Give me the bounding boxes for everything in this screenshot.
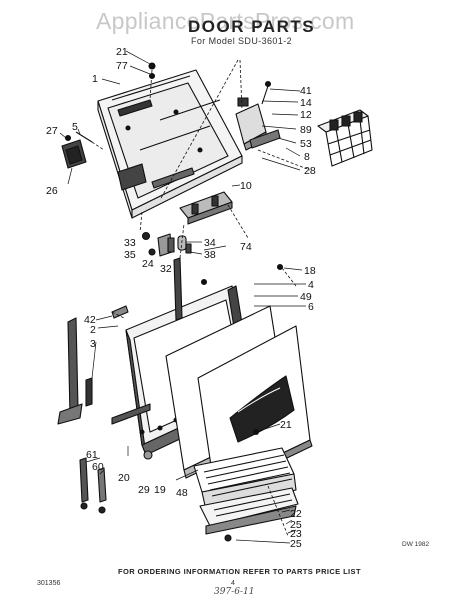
kick-plate-grille	[193, 447, 299, 542]
page-number: 4	[231, 580, 235, 587]
part-label: 77	[116, 60, 128, 72]
part-label: 28	[304, 165, 316, 177]
part-label: 61	[86, 449, 98, 461]
part-label: 60	[92, 461, 104, 473]
part-label: 35	[124, 249, 136, 261]
part-label: 33	[124, 237, 136, 249]
part-label: 14	[300, 97, 312, 109]
part-label: 49	[300, 291, 312, 303]
part-label: 26	[46, 185, 58, 197]
part-label: 25	[290, 519, 302, 531]
inner-door-panel	[97, 69, 243, 219]
part-label: 5	[72, 121, 78, 133]
site-watermark: AppliancePartsPros.com	[96, 8, 355, 34]
part-label: 8	[304, 151, 310, 163]
part-label: 29	[138, 484, 150, 496]
part-label: 1	[92, 73, 98, 85]
door-side-trim	[57, 305, 129, 425]
part-label: 21	[116, 46, 128, 58]
drawing-code: DW 1982	[402, 541, 430, 548]
part-label: 53	[300, 138, 312, 150]
part-label: 24	[142, 258, 154, 270]
part-label: 20	[118, 472, 130, 484]
part-label: 22	[290, 508, 302, 520]
part-label: 23	[290, 528, 302, 540]
silverware-basket	[317, 109, 373, 167]
part-label: 41	[300, 85, 312, 97]
part-label: 4	[308, 279, 314, 291]
part-labels: 21 77 1 27 5 26 41 14 12 89 53 8 28 10 3…	[46, 46, 316, 550]
door-spring-rod	[173, 257, 208, 321]
model-subtitle: For Model SDU-3601-2	[191, 36, 293, 46]
hinge-assembly	[141, 231, 192, 257]
handwritten-note: 397-6-11	[214, 587, 255, 597]
part-label: 19	[154, 484, 166, 496]
part-label: 12	[300, 109, 312, 121]
part-label: 89	[300, 124, 312, 136]
part-label: 25	[290, 538, 302, 550]
ordering-note: FOR ORDERING INFORMATION REFER TO PARTS …	[118, 567, 361, 576]
part-label: 34	[204, 237, 216, 249]
part-label: 18	[304, 265, 316, 277]
page-title: DOOR PARTS	[188, 17, 316, 36]
part-label: 42	[84, 314, 96, 326]
part-label: 10	[240, 180, 252, 192]
part-label: 3	[90, 338, 96, 350]
latch-bracket	[179, 191, 233, 225]
assembly-guides	[91, 59, 311, 537]
part-label: 38	[204, 249, 216, 261]
part-label: 6	[308, 301, 314, 313]
part-label: 48	[176, 487, 188, 499]
part-label: 32	[160, 263, 172, 275]
leader-lines	[59, 50, 306, 544]
part-label: 27	[46, 125, 58, 137]
loose-hardware	[61, 62, 284, 514]
part-label: 2	[90, 324, 96, 336]
part-label: 74	[240, 241, 252, 253]
detergent-dispenser	[235, 80, 281, 151]
document-code: 301356	[37, 580, 61, 587]
part-label: 21	[280, 419, 292, 431]
